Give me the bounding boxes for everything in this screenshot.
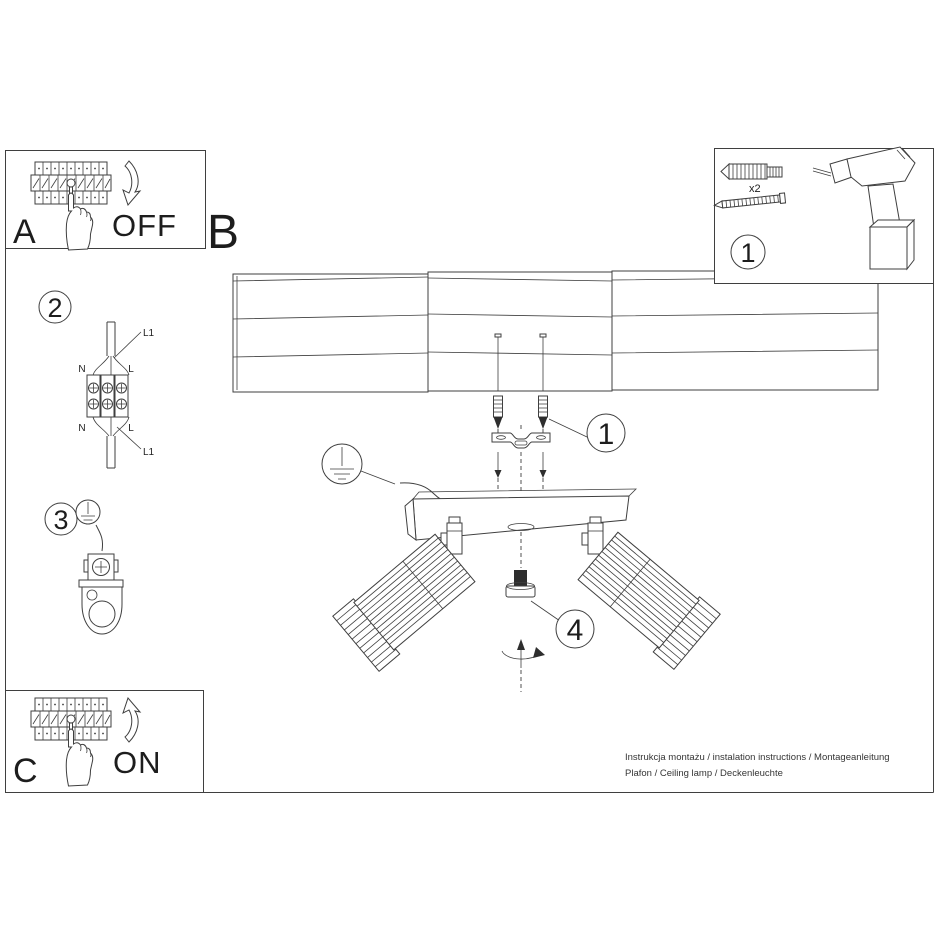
ground-terminal [83,553,119,581]
ground-clamp [78,579,124,635]
tools-badge-label: 1 [740,238,755,268]
callout-knob-number: 4 [555,609,595,649]
terminal-l-bottom: L [128,423,134,434]
lamp-shade-right [577,531,721,671]
wire-label-leaders [113,331,142,450]
wiring-diagram: 2 N L N L L1 L1 [38,290,155,469]
footer-line1: Instrukcja montażu / instalation instruc… [625,752,890,763]
wall-plug [720,162,783,181]
rotation-arrow-icon [501,639,545,668]
wire-label-top: L1 [143,328,155,339]
wiring-badge-label: 2 [47,293,62,323]
callout-knob-label: 4 [567,614,584,647]
arrow-down-icon [122,160,142,206]
footer-line2: Plafon / Ceiling lamp / Deckenleuchte [625,768,783,779]
earth-badge: 3 [44,502,78,536]
earth-symbol-icon [321,443,396,485]
callout-bracket-label: 1 [598,418,615,451]
step-c-state: ON [113,745,162,780]
callout-leader-knob [530,600,561,622]
dowel-quantity: x2 [749,183,761,195]
ceiling-planks [232,270,879,393]
ground-wire [95,524,103,552]
lamp-shade-left [332,533,476,673]
cable-bottom [106,436,116,469]
panel-tools: x2 1 [713,146,934,284]
wiring-badge: 2 [38,290,72,324]
panel-a: A OFF [5,150,206,251]
tools-badge: 1 [730,234,766,270]
terminal-l-top: L [128,364,134,375]
mounting-bracket [491,432,551,449]
step-b-label: B [207,206,239,259]
terminal-block [86,374,129,418]
callout-bracket-number: 1 [586,413,626,453]
adjustment-knob [505,570,536,598]
grounding-step: 3 [44,499,124,635]
terminal-n-bottom: N [78,423,85,434]
step-c-label: C [13,752,38,790]
panel-c: C ON [5,690,204,793]
lamp-socket-right [581,516,604,555]
wire-label-bottom: L1 [143,447,155,458]
callout-leader-bracket [548,418,588,438]
earth-symbol-small-icon [75,499,101,525]
earth-badge-label: 3 [53,505,68,535]
cable-top [106,321,116,356]
step-a-label: A [13,213,36,251]
power-drill [812,146,916,271]
step-a-state: OFF [112,208,177,243]
terminal-n-top: N [78,364,85,375]
mounting-screw [713,192,787,209]
lamp-base [404,488,637,542]
mounting-hardware [491,333,588,489]
footer: Instrukcja montażu / instalation instruc… [625,752,890,779]
